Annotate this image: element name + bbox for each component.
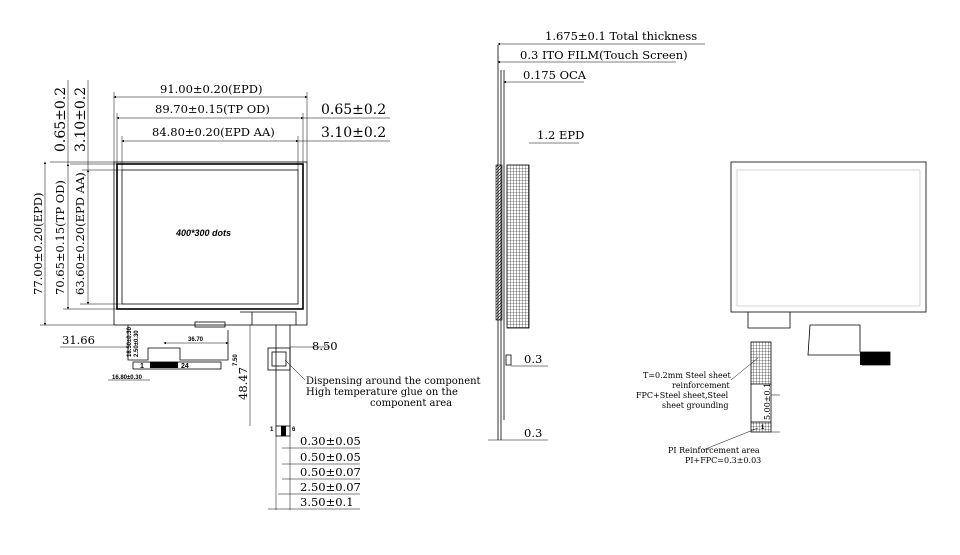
steel-sheet-grid — [750, 341, 772, 385]
fpc-dim-36: 36.70 — [188, 337, 204, 343]
dim-height-tp: 70.65±0.15(TP OD) — [53, 180, 67, 295]
back-view: 1 5.00±0.1 T=0.2mm Steel sheet reinforce… — [636, 161, 927, 465]
pin-dim-2: 0.50±0.07 — [300, 465, 361, 479]
resolution-label: 400*300 dots — [175, 228, 231, 238]
tail-8-50: 8.50 — [312, 339, 338, 353]
pin-1-label: 1 — [270, 427, 274, 433]
back-pin-1: 1 — [761, 425, 765, 431]
epd-outline — [113, 161, 308, 326]
side-epd: 1.2 EPD — [537, 128, 584, 142]
side-ito-film: 0.3 ITO FILM(Touch Screen) — [520, 48, 688, 62]
tp-outline — [116, 163, 304, 310]
side-total-thickness: 1.675±0.1 Total thickness — [545, 29, 697, 43]
tail-48-47: 48.47 — [236, 367, 250, 400]
fpc-dim-16-80: 16.80±0.30 — [112, 375, 143, 381]
dim-width-epd: 91.00±0.20(EPD) — [160, 82, 263, 96]
fpc-dim-18-50: 18.50±0.30 — [127, 326, 133, 357]
pin-6-label: 6 — [292, 427, 296, 433]
glue-note-3: component area — [370, 398, 452, 409]
dim-height-aa: 63.60±0.20(EPD AA) — [73, 172, 87, 295]
dim-height-epd: 77.00±0.20(EPD) — [31, 193, 45, 296]
fpc-pin1: 1 — [140, 363, 144, 370]
dim-width-tp: 89.70±0.15(TP OD) — [155, 102, 270, 116]
side-oca: 0.175 OCA — [523, 68, 587, 82]
dim-left-aa: 3.10±0.2 — [73, 87, 89, 152]
fpc-dim-2-50: 2.50±0.30 — [134, 330, 140, 357]
pin-dim-3: 2.50±0.07 — [300, 480, 361, 494]
touch-film-strip — [495, 164, 503, 321]
component-box — [267, 347, 291, 371]
dim-width-aa: 84.80±0.20(EPD AA) — [152, 125, 275, 139]
fpc-pin24: 24 — [181, 363, 189, 370]
dim-left-top: 0.65±0.2 — [53, 87, 69, 152]
pin-dim-4: 3.50±0.1 — [300, 495, 354, 509]
pi-note-2: PI+FPC=0.3±0.03 — [685, 456, 761, 465]
steel-note-3: FPC+Steel sheet,Steel — [636, 391, 729, 400]
fpc-offset: 31.66 — [62, 333, 95, 347]
steel-note-1: T=0.2mm Steel sheet — [643, 371, 731, 380]
pin-dim-0: 0.30±0.05 — [300, 434, 361, 448]
dim-right-aa: 3.10±0.2 — [321, 125, 386, 141]
dim-right-top: 0.65±0.2 — [321, 102, 386, 118]
steel-note-2: reinforcement — [672, 381, 731, 390]
front-view: 400*300 dots 91.00±0.20(EPD) 89.70±0.15(… — [31, 80, 481, 510]
pin-dim-1: 0.50±0.05 — [300, 450, 361, 464]
epd-layer — [506, 164, 530, 329]
side-dim-0-3-a: 0.3 — [524, 352, 542, 366]
steel-note-4: sheet grounding — [662, 401, 729, 410]
glue-note-1: Dispensing around the component — [306, 376, 481, 387]
side-view: 1.675±0.1 Total thickness 0.3 ITO FILM(T… — [488, 29, 705, 441]
glue-note-2: High temperature glue on the — [306, 387, 458, 398]
fpc-dim-7-50: 7.50 — [233, 354, 239, 366]
fpc-connector-black — [150, 362, 178, 368]
side-dim-0-3-b: 0.3 — [524, 426, 542, 440]
back-dim-5-00: 5.00±0.1 — [763, 383, 772, 420]
back-panel-outline — [730, 161, 927, 313]
pi-note-1: PI Reinforcement area — [668, 446, 760, 455]
aa-outline — [121, 169, 299, 305]
